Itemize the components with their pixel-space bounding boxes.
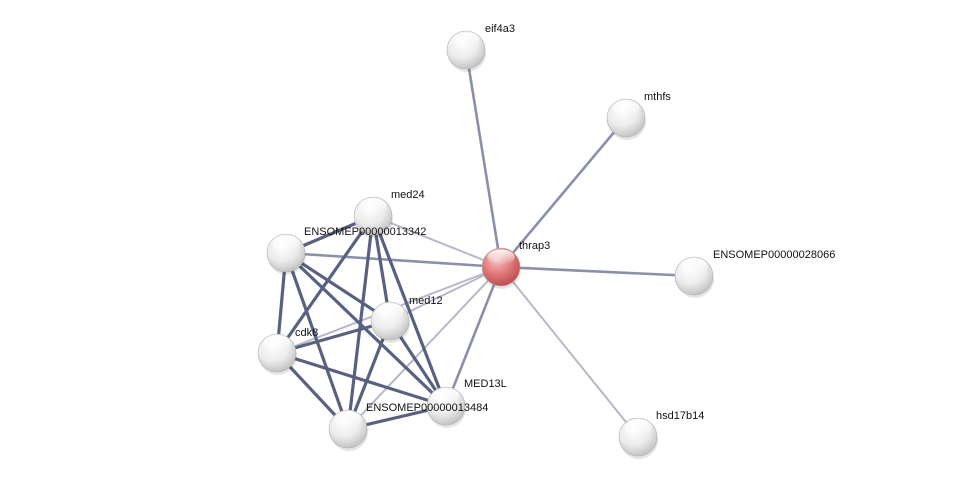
node-highlight [487,249,515,265]
node-highlight [624,419,652,435]
node-label-MED13L: MED13L [464,378,507,390]
edge-thrap3-med24[interactable] [372,215,502,268]
edge-ENSOMEP00000013342-med12[interactable] [284,251,392,323]
node-highlight [452,32,480,48]
edge-med12-cdk8[interactable] [275,319,392,355]
node-cdk8[interactable] [257,333,297,375]
node-highlight [263,335,291,351]
edge-thrap3-eif4a3[interactable] [464,48,503,269]
edge-ENSOMEP00000013342-MED13L[interactable] [284,251,448,408]
node-label-med24: med24 [391,189,425,201]
node-ENSOMEP00000013484[interactable] [328,409,368,451]
edge-thrap3-ENSOMEP00000013342[interactable] [284,251,503,269]
node-label-med12: med12 [409,295,443,307]
node-label-ENSOMEP00000013484: ENSOMEP00000013484 [366,402,488,414]
node-eif4a3[interactable] [446,30,486,72]
edge-med12-ENSOMEP00000013484[interactable] [346,319,392,431]
node-layer [257,30,714,459]
node-highlight [272,235,300,251]
node-highlight [612,100,640,116]
node-label-ENSOMEP00000028066: ENSOMEP00000028066 [713,249,835,261]
node-label-mthfs: mthfs [644,91,671,103]
node-label-hsd17b14: hsd17b14 [656,410,704,422]
node-MED13L[interactable] [426,386,466,428]
edge-thrap3-ENSOMEP00000028066[interactable] [499,265,696,278]
edge-med24-MED13L[interactable] [371,214,448,408]
node-ENSOMEP00000028066[interactable] [674,256,714,298]
node-ENSOMEP00000013342[interactable] [266,233,306,275]
node-highlight [680,258,708,274]
node-highlight [376,303,404,319]
node-mthfs[interactable] [606,98,646,140]
node-label-ENSOMEP00000013342: ENSOMEP00000013342 [304,226,426,238]
node-med12[interactable] [370,301,410,343]
edge-med24-cdk8[interactable] [275,214,375,355]
node-highlight [334,411,362,427]
edge-thrap3-MED13L[interactable] [444,265,503,408]
node-highlight [359,198,387,214]
edge-thrap3-mthfs[interactable] [499,116,628,269]
edge-cdk8-MED13L[interactable] [275,351,448,408]
node-highlight [432,388,460,404]
node-label-thrap3: thrap3 [519,240,550,252]
node-label-eif4a3: eif4a3 [485,23,515,35]
node-thrap3[interactable] [481,247,521,289]
node-med24[interactable] [353,196,393,238]
node-label-cdk8: cdk8 [295,327,318,339]
node-hsd17b14[interactable] [618,417,658,459]
edge-thrap3-hsd17b14[interactable] [500,266,639,438]
